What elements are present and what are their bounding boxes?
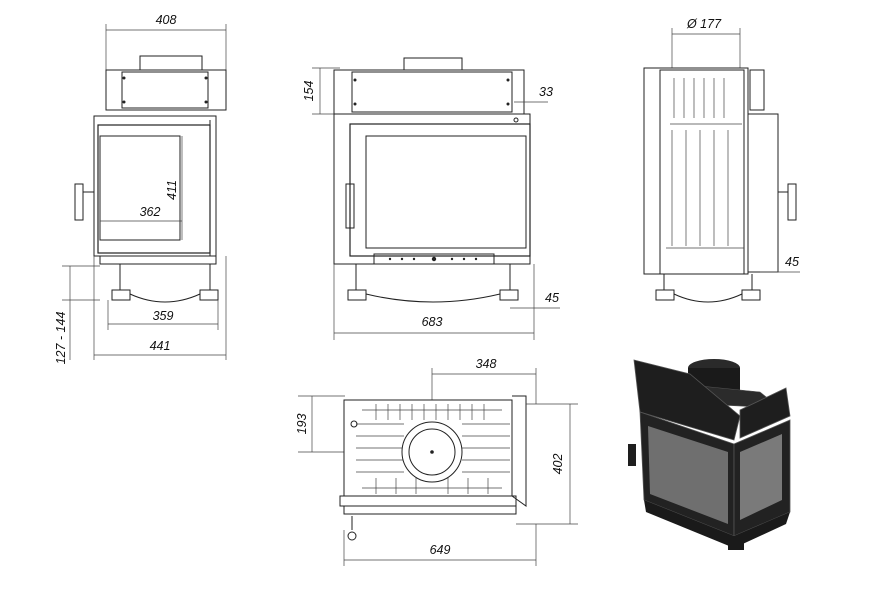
dim-plan-total-depth: 402 [551, 454, 565, 475]
dim-side-offset: 45 [785, 255, 799, 269]
dim-left-top-width: 408 [156, 13, 177, 27]
plan-view: 348 193 [295, 357, 578, 566]
fireplace-3d-render [628, 359, 791, 550]
left-side-view: 408 411 362 359 441 [54, 13, 227, 365]
dim-front-total-width: 683 [422, 315, 443, 329]
dim-left-glass-height: 411 [165, 180, 179, 200]
dim-plan-depth-front: 193 [295, 414, 309, 435]
right-side-view: Ø 177 45 [643, 17, 800, 303]
dim-left-glass-width: 362 [140, 205, 161, 219]
dim-front-offset: 33 [539, 85, 553, 99]
dim-left-total-width: 441 [150, 339, 171, 353]
dim-side-flue-diameter: Ø 177 [686, 17, 722, 31]
dim-plan-total-width: 649 [430, 543, 451, 557]
dim-left-leg-span: 359 [153, 309, 174, 323]
front-view: 154 33 45 683 [302, 57, 560, 340]
dim-front-top-height: 154 [302, 81, 316, 102]
dim-plan-flue-offset: 348 [476, 357, 497, 371]
dim-front-leg-offset: 45 [545, 291, 559, 305]
dim-left-leg-height: 127 - 144 [54, 312, 68, 365]
